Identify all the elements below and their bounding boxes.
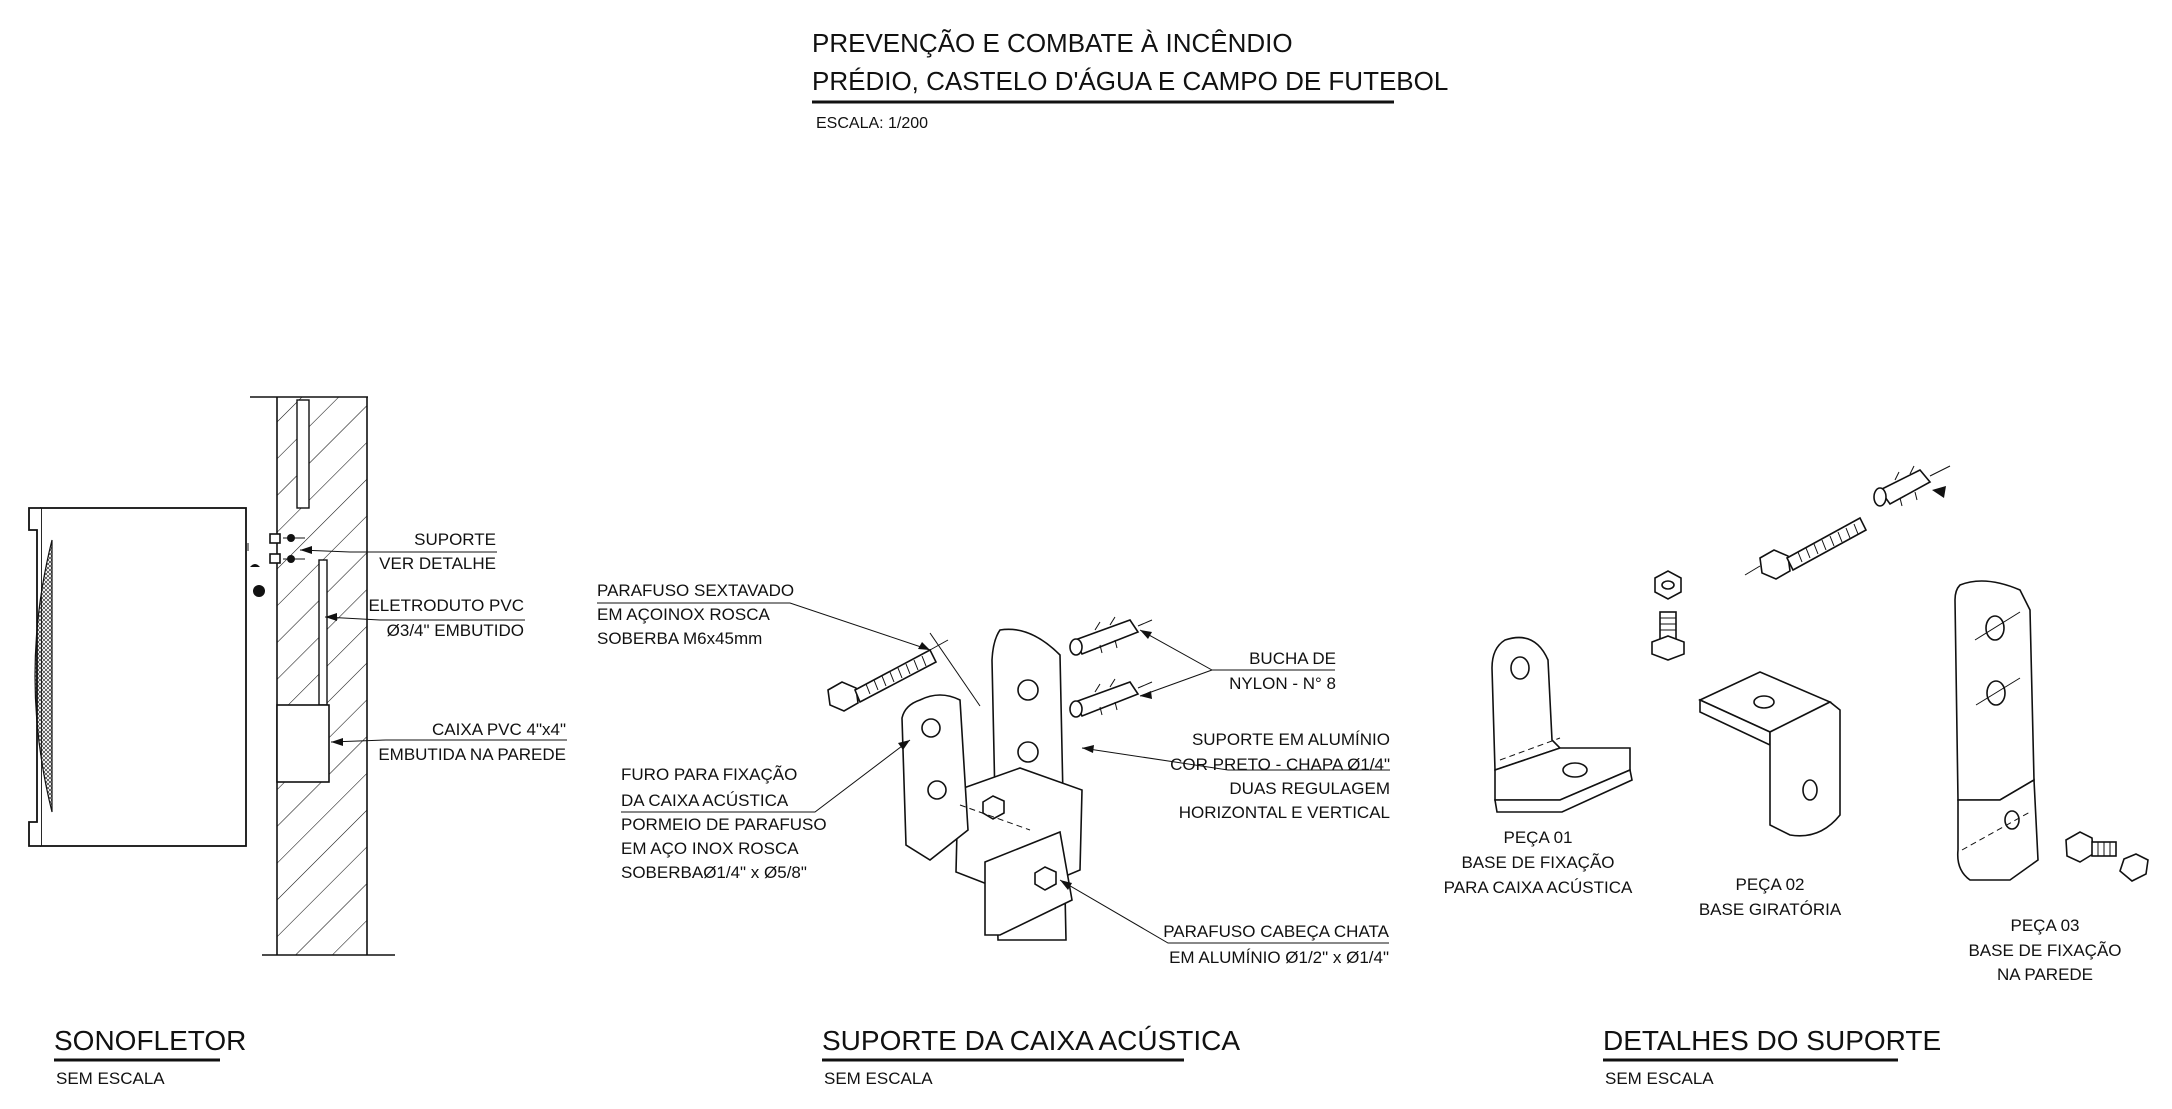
- peca-02-label-2: BASE GIRATÓRIA: [1699, 900, 1842, 919]
- side-bolt-nut-icon: [2065, 831, 2149, 882]
- flat-head-bolt-icon: [1034, 866, 1057, 891]
- title-scale: ESCALA: 1/200: [816, 115, 928, 132]
- peca-03-part: [1954, 580, 2039, 881]
- suporte-caixa-drawing: PARAFUSO SEXTAVADO EM AÇOINOX ROSCA SOBE…: [597, 581, 1390, 1088]
- peca-03-label-2: BASE DE FIXAÇÃO: [1968, 941, 2121, 960]
- label-chata-1: PARAFUSO CABEÇA CHATA: [1163, 922, 1389, 941]
- peca-01-label-3: PARA CAIXA ACÚSTICA: [1444, 878, 1633, 897]
- label-furo-3: PORMEIO DE PARAFUSO: [621, 815, 827, 834]
- suporte-caixa-leaders: [597, 602, 1390, 944]
- wall-bracket-icon: [269, 533, 305, 564]
- label-furo-2: DA CAIXA ACÚSTICA: [621, 791, 789, 810]
- peca-01-label-1: PEÇA 01: [1504, 828, 1573, 847]
- sheet-header: PREVENÇÃO E COMBATE À INCÊNDIO PRÉDIO, C…: [812, 28, 1448, 132]
- center-nut-icon: [982, 795, 1005, 820]
- label-suporte-1: SUPORTE: [414, 530, 496, 549]
- bolt-nut-icon: [1651, 570, 1685, 661]
- section-title-detalhes: DETALHES DO SUPORTE: [1603, 1025, 1941, 1056]
- label-suporte-2: VER DETALHE: [379, 554, 496, 573]
- label-caixa-2: EMBUTIDA NA PAREDE: [378, 745, 566, 764]
- nylon-anchor-icon: [1069, 678, 1153, 718]
- nylon-anchor-icon: [1069, 616, 1153, 656]
- peca-02-label-1: PEÇA 02: [1736, 875, 1805, 894]
- label-parafuso-3: SOBERBA M6x45mm: [597, 629, 762, 648]
- label-suporte-1: SUPORTE EM ALUMÍNIO: [1192, 730, 1390, 749]
- label-furo-4: EM AÇO INOX ROSCA: [621, 839, 799, 858]
- speaker-icon: [28, 507, 247, 847]
- label-parafuso-2: EM AÇOINOX ROSCA: [597, 605, 771, 624]
- peca-02-part: [1698, 671, 1841, 837]
- sonofletor-drawing: SUPORTE VER DETALHE ELETRODUTO PVC Ø3/4"…: [28, 396, 567, 1088]
- section-scale-sonofletor: SEM ESCALA: [56, 1069, 165, 1088]
- peca-01-part: [1491, 636, 1633, 813]
- label-suporte-2: COR PRETO - CHAPA Ø1/4": [1170, 755, 1390, 774]
- section-scale-suporte: SEM ESCALA: [824, 1069, 933, 1088]
- label-chata-2: EM ALUMÍNIO Ø1/2" x Ø1/4": [1169, 948, 1389, 967]
- peca-03-label-3: NA PAREDE: [1997, 965, 2093, 984]
- label-suporte-3: DUAS REGULAGEM: [1229, 779, 1390, 798]
- label-furo-1: FURO PARA FIXAÇÃO: [621, 765, 797, 784]
- screw-anchor-icon: [1744, 465, 1951, 580]
- hex-screw-icon: [827, 639, 949, 712]
- peca-03-label-1: PEÇA 03: [2011, 916, 2080, 935]
- title-line-1: PREVENÇÃO E COMBATE À INCÊNDIO: [812, 28, 1293, 58]
- label-bucha-1: BUCHA DE: [1249, 649, 1336, 668]
- conduit-lower: [318, 559, 328, 706]
- detalhes-drawing: PEÇA 01 BASE DE FIXAÇÃO PARA CAIXA ACÚST…: [1444, 465, 2149, 1088]
- label-eletroduto-1: ELETRODUTO PVC: [368, 596, 524, 615]
- section-title-sonofletor: SONOFLETOR: [54, 1025, 246, 1056]
- title-line-2: PRÉDIO, CASTELO D'ÁGUA E CAMPO DE FUTEBO…: [812, 66, 1448, 96]
- label-caixa-1: CAIXA PVC 4"x4": [432, 720, 566, 739]
- label-suporte-4: HORIZONTAL E VERTICAL: [1179, 803, 1390, 822]
- label-furo-5: SOBERBAØ1/4" x Ø5/8": [621, 863, 807, 882]
- conduit-upper: [296, 399, 310, 509]
- label-eletroduto-2: Ø3/4" EMBUTIDO: [387, 621, 524, 640]
- cable-mark-icon: [250, 564, 260, 567]
- label-parafuso-1: PARAFUSO SEXTAVADO: [597, 581, 794, 600]
- sonofletor-leaders: [299, 546, 567, 746]
- label-bucha-2: NYLON - N° 8: [1229, 674, 1336, 693]
- peca-01-label-2: BASE DE FIXAÇÃO: [1461, 853, 1614, 872]
- section-title-suporte: SUPORTE DA CAIXA ACÚSTICA: [822, 1025, 1240, 1056]
- bracket-lower-clip: [984, 830, 1073, 936]
- cable-dot-icon: [253, 585, 265, 597]
- section-scale-detalhes: SEM ESCALA: [1605, 1069, 1714, 1088]
- bracket-front-plate: [901, 694, 969, 861]
- pvc-box: [276, 704, 330, 783]
